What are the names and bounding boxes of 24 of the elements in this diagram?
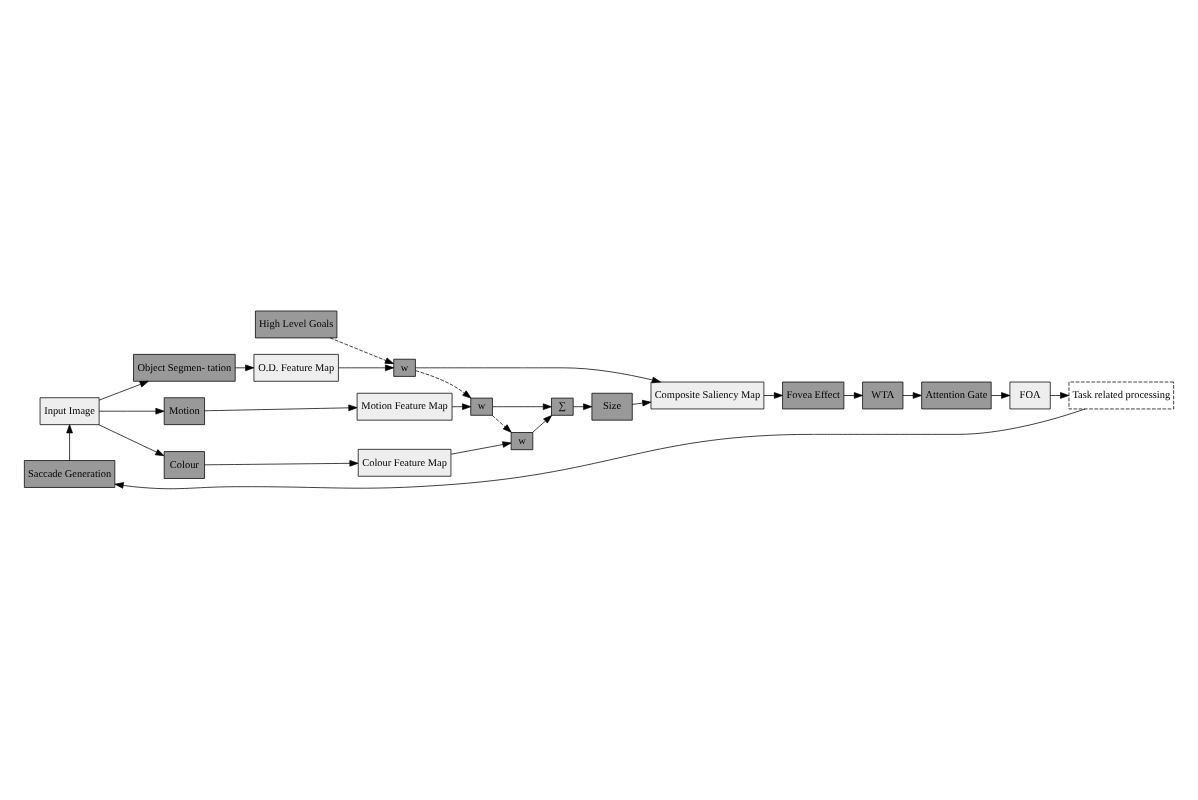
arrow bbox=[532, 415, 553, 433]
arrow bbox=[491, 415, 512, 433]
arrow bbox=[763, 392, 783, 399]
arrow bbox=[98, 424, 165, 457]
arrow bbox=[235, 364, 255, 372]
arrow bbox=[902, 392, 922, 399]
arrow bbox=[450, 441, 512, 455]
arrow bbox=[843, 392, 863, 399]
arrow bbox=[631, 399, 652, 407]
arrow bbox=[572, 403, 593, 410]
arrow bbox=[98, 407, 165, 415]
arrow bbox=[1049, 392, 1070, 399]
arrow bbox=[451, 403, 472, 410]
arrow bbox=[114, 408, 1086, 490]
arrow bbox=[990, 392, 1011, 399]
arrow bbox=[98, 380, 149, 401]
arrow bbox=[415, 367, 661, 384]
arrow bbox=[329, 337, 394, 365]
arrow bbox=[204, 460, 359, 467]
arrow bbox=[492, 403, 552, 410]
arrow bbox=[338, 364, 395, 372]
arrow bbox=[415, 370, 472, 399]
arrow bbox=[66, 424, 73, 461]
arrow bbox=[204, 404, 358, 412]
